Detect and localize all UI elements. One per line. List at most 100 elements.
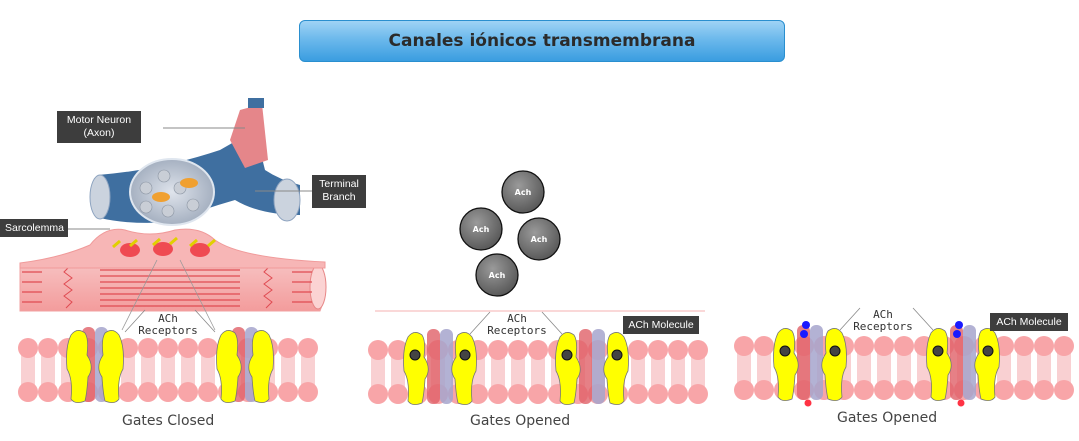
lipid-head (158, 338, 178, 358)
pointer-arrow (194, 309, 216, 333)
motor-neuron-label: Motor Neuron (Axon) (57, 111, 141, 143)
lipid-tail (161, 348, 175, 392)
lipid-head (668, 384, 688, 404)
lipid-head (278, 382, 298, 402)
ach-receptors-label: ACh Receptors (843, 309, 923, 333)
lipid-tail (201, 348, 215, 392)
lipid-tail (757, 346, 771, 390)
motor-neuron (68, 98, 312, 230)
lipid-head (648, 384, 668, 404)
ach-molecule: Ach (501, 170, 545, 214)
lipid-head (488, 384, 508, 404)
svg-text:Ach: Ach (473, 225, 490, 234)
lipid-head (754, 336, 774, 356)
ion-icon (804, 399, 812, 407)
lipid-tail (531, 350, 545, 394)
ach-receptor-channel (66, 327, 124, 403)
lipid-tail (671, 350, 685, 394)
membrane-panel (734, 307, 1074, 407)
lipid-head (178, 382, 198, 402)
lipid-head (508, 384, 528, 404)
lipid-head (874, 336, 894, 356)
lipid-tail (1057, 346, 1071, 390)
lipid-head (158, 382, 178, 402)
lipid-head (914, 380, 934, 400)
svg-text:Ach: Ach (489, 271, 506, 280)
channel-subunit (427, 329, 440, 404)
lipid-head (298, 382, 318, 402)
membrane-panel (18, 309, 318, 403)
receptor-subunit (603, 332, 629, 405)
pointer-arrow (541, 311, 563, 335)
lipid-tail (877, 346, 891, 390)
ach-receptor-channel (403, 329, 477, 405)
ion-icon (953, 330, 961, 338)
lipid-tail (181, 348, 195, 392)
lipid-head (388, 340, 408, 360)
lipid-tail (491, 350, 505, 394)
lipid-tail (511, 350, 525, 394)
muscle-fiber (19, 262, 327, 312)
lipid-head (894, 380, 914, 400)
receptor-subunit (773, 328, 799, 401)
lipid-tail (737, 346, 751, 390)
channel-subunit (810, 325, 823, 400)
lipid-head (1034, 336, 1054, 356)
lipid-head (734, 336, 754, 356)
page-title: Canales iónicos transmembrana (388, 31, 696, 51)
receptor-subunit (974, 328, 1000, 401)
lipid-head (278, 338, 298, 358)
receptor-subunit (555, 332, 581, 405)
ach-molecule-callout: ACh Molecule (990, 313, 1068, 331)
pointer-arrow (469, 311, 491, 335)
title-banner: Canales iónicos transmembrana (299, 20, 785, 62)
receptor-subunit (248, 330, 274, 403)
bound-ach-molecule (829, 345, 841, 357)
lipid-tail (301, 348, 315, 392)
receptor-label-line2: Receptors (853, 320, 913, 333)
lipid-head (668, 340, 688, 360)
lipid-head (1054, 380, 1074, 400)
channel-subunit (797, 325, 810, 400)
lipid-head (688, 384, 708, 404)
lipid-head (488, 340, 508, 360)
lipid-head (18, 382, 38, 402)
receptor-label-line1: ACh (873, 308, 893, 321)
lipid-head (854, 380, 874, 400)
lipid-head (38, 382, 58, 402)
ion-icon (955, 321, 963, 329)
channel-subunit (950, 325, 963, 400)
receptor-label-line1: ACh (158, 312, 178, 325)
bound-ach-molecule (409, 349, 421, 361)
ach-molecule: Ach (475, 253, 519, 297)
sarcolemma-label: Sarcolemma (0, 219, 68, 237)
receptor-clusters (112, 236, 216, 249)
lipid-head (298, 338, 318, 358)
lipid-head (1014, 336, 1034, 356)
ach-molecule-callout: ACh Molecule (623, 316, 699, 334)
terminal-branch-label-line1: Terminal (319, 178, 359, 190)
lipid-head (368, 340, 388, 360)
lipid-head (38, 338, 58, 358)
bound-ach-molecule (459, 349, 471, 361)
lipid-head (628, 384, 648, 404)
receptor-subunit (216, 330, 242, 403)
gates-opened-caption: Gates Opened (470, 413, 571, 429)
svg-text:Ach: Ach (515, 188, 532, 197)
lipid-head (198, 338, 218, 358)
receptor-subunit (98, 330, 124, 403)
receptor-label-line1: ACh (507, 312, 527, 325)
lipid-tail (857, 346, 871, 390)
receptor-label-line2: Receptors (138, 324, 198, 337)
bound-ach-molecule (561, 349, 573, 361)
lipid-tail (121, 348, 135, 392)
lipid-head (528, 340, 548, 360)
bound-ach-molecule (982, 345, 994, 357)
lipid-tail (391, 350, 405, 394)
lipid-head (528, 384, 548, 404)
channel-subunit (579, 329, 592, 404)
lipid-tail (651, 350, 665, 394)
lipid-head (138, 338, 158, 358)
lipid-head (994, 380, 1014, 400)
